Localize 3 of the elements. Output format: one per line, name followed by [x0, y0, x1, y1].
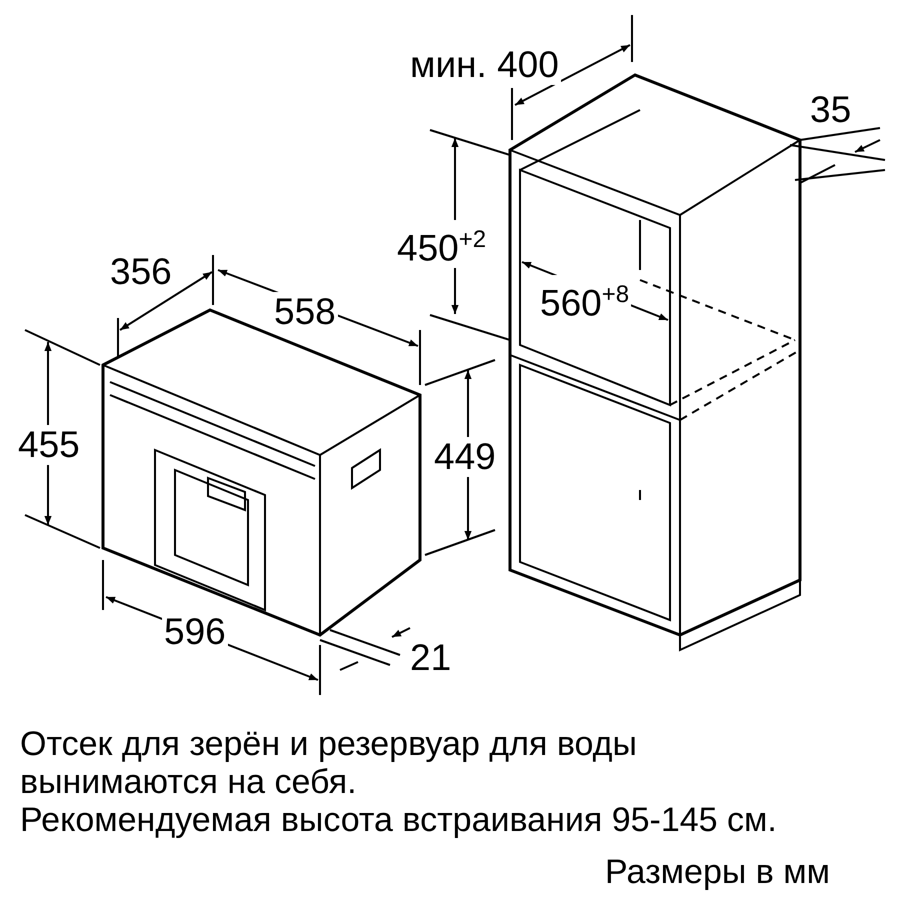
note-text: Рекомендуемая высота встраивания 95-145 см.	[20, 801, 778, 839]
note-text: Отсек для зерён и резервуар для воды вынимаются на себя.	[20, 725, 638, 801]
units-note: Размеры в мм	[605, 853, 830, 891]
